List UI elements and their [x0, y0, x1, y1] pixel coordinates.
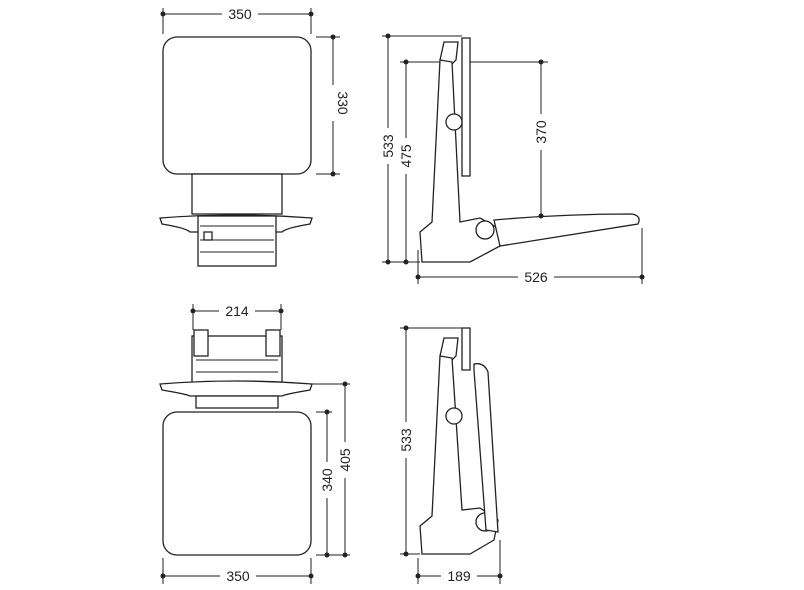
dim-front-width-bottom: 350 — [160, 558, 314, 584]
dim-label-405: 405 — [337, 448, 353, 472]
dim-side-total-height-bottom: 533 — [398, 325, 462, 557]
dim-label-526: 526 — [524, 269, 548, 285]
dim-label-475: 475 — [398, 144, 414, 168]
seat-panel — [162, 411, 312, 556]
dim-label-189: 189 — [447, 568, 471, 584]
seat-hinge — [475, 220, 495, 240]
bracket-pivot-folded — [445, 407, 463, 425]
dim-label-533-top: 533 — [380, 134, 396, 158]
dim-label-340: 340 — [319, 468, 335, 492]
dim-label-533-bottom: 533 — [398, 428, 414, 452]
dim-label-350-top: 350 — [228, 6, 252, 22]
dim-bracket-width: 214 — [190, 302, 284, 330]
side-view-folded — [419, 327, 499, 555]
dim-label-330: 330 — [335, 91, 351, 115]
dim-label-214: 214 — [225, 303, 249, 319]
hinge-block — [197, 215, 277, 267]
dim-side-total-height-top: 533 — [380, 33, 462, 265]
side-view-unfolded — [419, 37, 640, 263]
dim-label-370: 370 — [533, 120, 549, 144]
dim-side-depth: 526 — [415, 228, 645, 285]
dim-seat-depth-inner: 340 — [316, 409, 350, 558]
dim-front-height-seat: 330 — [316, 34, 351, 177]
seat-profile-folded — [473, 363, 499, 533]
seat-profile — [493, 213, 640, 247]
front-view-bracket — [159, 329, 313, 556]
backrest-panel — [162, 36, 312, 175]
dim-folded-depth: 189 — [415, 540, 503, 584]
dim-front-width-top: 350 — [160, 5, 314, 34]
bracket-body-folded — [419, 355, 499, 555]
backrest-profile-folded — [461, 327, 471, 371]
backrest-profile — [461, 37, 471, 177]
dim-side-upper-height: 370 — [470, 59, 549, 219]
front-view-unfolded — [159, 36, 313, 267]
backrest-stem — [191, 173, 283, 215]
seat-edge-bottom — [159, 380, 313, 397]
bracket-pivot — [445, 113, 463, 131]
dim-label-350-bottom: 350 — [226, 568, 250, 584]
dim-seat-depth-outer: 405 — [312, 381, 353, 558]
dim-side-height-top: 475 — [398, 59, 440, 265]
